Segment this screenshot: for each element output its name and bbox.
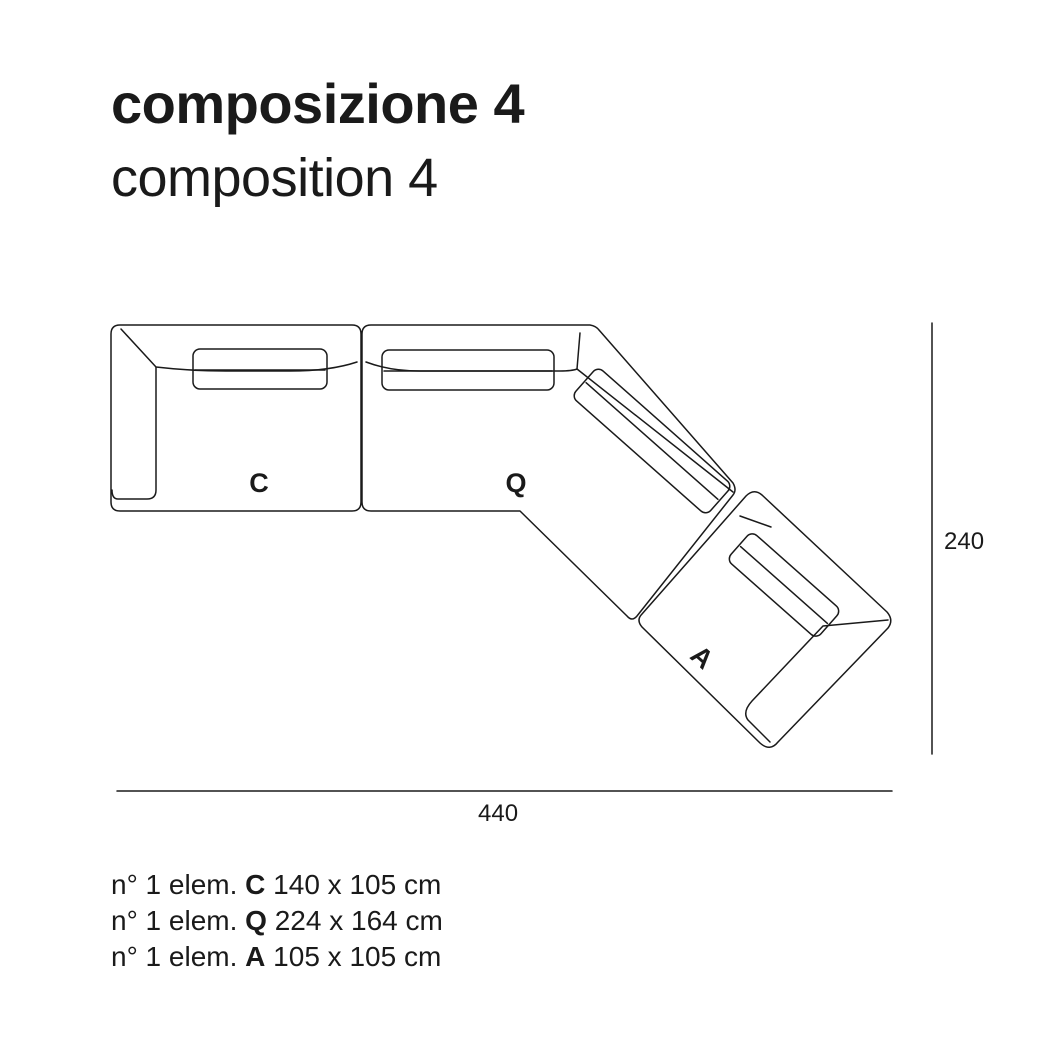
module-q-outline xyxy=(361,324,736,620)
element-code: C xyxy=(245,869,266,900)
dimension-depth-label: 240 xyxy=(944,528,985,555)
element-size: 105 x 105 cm xyxy=(273,941,442,972)
element-code: A xyxy=(245,941,266,972)
title-italian: composizione 4 xyxy=(111,72,525,135)
element-size: 140 x 105 cm xyxy=(273,869,442,900)
title-english: composition 4 xyxy=(111,148,438,208)
element-size: 224 x 164 cm xyxy=(274,905,443,936)
element-row: n° 1 elem. C 140 x 105 cm xyxy=(111,867,443,903)
element-prefix: n° 1 elem. xyxy=(111,869,238,900)
element-list: n° 1 elem. C 140 x 105 cm n° 1 elem. Q 2… xyxy=(111,867,443,975)
cushion-c xyxy=(192,348,328,390)
module-label-a: A xyxy=(685,640,719,675)
cushion-q-angled xyxy=(573,368,731,514)
element-prefix: n° 1 elem. xyxy=(111,941,238,972)
element-prefix: n° 1 elem. xyxy=(111,905,238,936)
module-a-outline xyxy=(638,491,892,748)
cushion-a xyxy=(728,533,840,637)
module-label-c: C xyxy=(249,468,269,498)
dimension-width-label: 440 xyxy=(478,800,519,827)
element-row: n° 1 elem. A 105 x 105 cm xyxy=(111,939,443,975)
module-label-q: Q xyxy=(505,468,526,498)
element-code: Q xyxy=(245,905,267,936)
cushion-q-straight xyxy=(381,349,555,391)
module-c-outline xyxy=(110,324,362,512)
element-row: n° 1 elem. Q 224 x 164 cm xyxy=(111,903,443,939)
